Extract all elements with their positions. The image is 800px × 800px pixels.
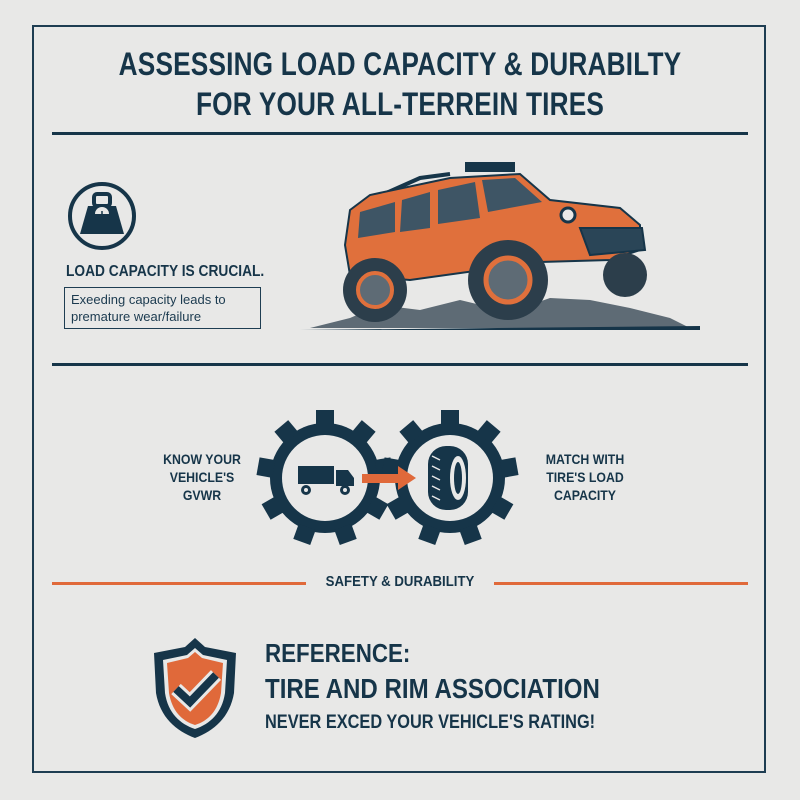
title-line-1: ASSESSING LOAD CAPACITY & DURABILTY (118, 46, 682, 82)
arrow-right-icon (362, 466, 416, 490)
right-text-line-1: MATCH WITH (545, 451, 625, 467)
title-divider (52, 132, 748, 135)
section-divider (52, 363, 748, 366)
orange-divider-right (494, 582, 748, 585)
shield-check-icon (154, 638, 236, 738)
infographic-frame (32, 25, 766, 773)
left-text-line-3: GVWR (182, 487, 222, 503)
rear-wheel (343, 258, 407, 322)
note-line-1: Exeeding capacity leads to (71, 292, 226, 307)
truck-icon (298, 466, 354, 495)
reference-label: REFERENCE: (265, 638, 411, 668)
off-road-suv-illustration (300, 162, 700, 330)
match-tire-text: MATCH WITH TIRE'S LOAD CAPACITY (537, 450, 634, 504)
know-gvwr-text: KNOW YOUR VEHICLE'S GVWR (158, 450, 246, 504)
warning-note-box: Exeeding capacity leads to premature wea… (64, 287, 261, 329)
far-front-wheel (603, 253, 647, 297)
right-text-line-3: CAPACITY (553, 487, 617, 503)
page-title: ASSESSING LOAD CAPACITY & DURABILTY FOR … (98, 44, 702, 124)
safety-durability-label: SAFETY & DURABILITY (325, 573, 475, 590)
tire-icon (428, 446, 468, 510)
reference-source: TIRE AND RIM ASSOCIATION (265, 673, 600, 704)
right-text-line-2: TIRE'S LOAD (546, 469, 624, 485)
rating-warning: NEVER EXCED YOUR VEHICLE'S RATING! (265, 712, 596, 733)
front-wheel (468, 240, 548, 320)
note-line-2: premature wear/failure (71, 309, 202, 324)
load-capacity-heading: LOAD CAPACITY IS CRUCIAL. (66, 263, 265, 280)
gears-diagram (256, 410, 519, 545)
left-text-line-1: KNOW YOUR (163, 451, 241, 467)
weight-icon (68, 182, 136, 250)
orange-divider-left (52, 582, 306, 585)
title-line-2: FOR YOUR ALL-TERREIN TIRES (195, 86, 605, 122)
left-text-line-2: VEHICLE'S (169, 469, 235, 485)
